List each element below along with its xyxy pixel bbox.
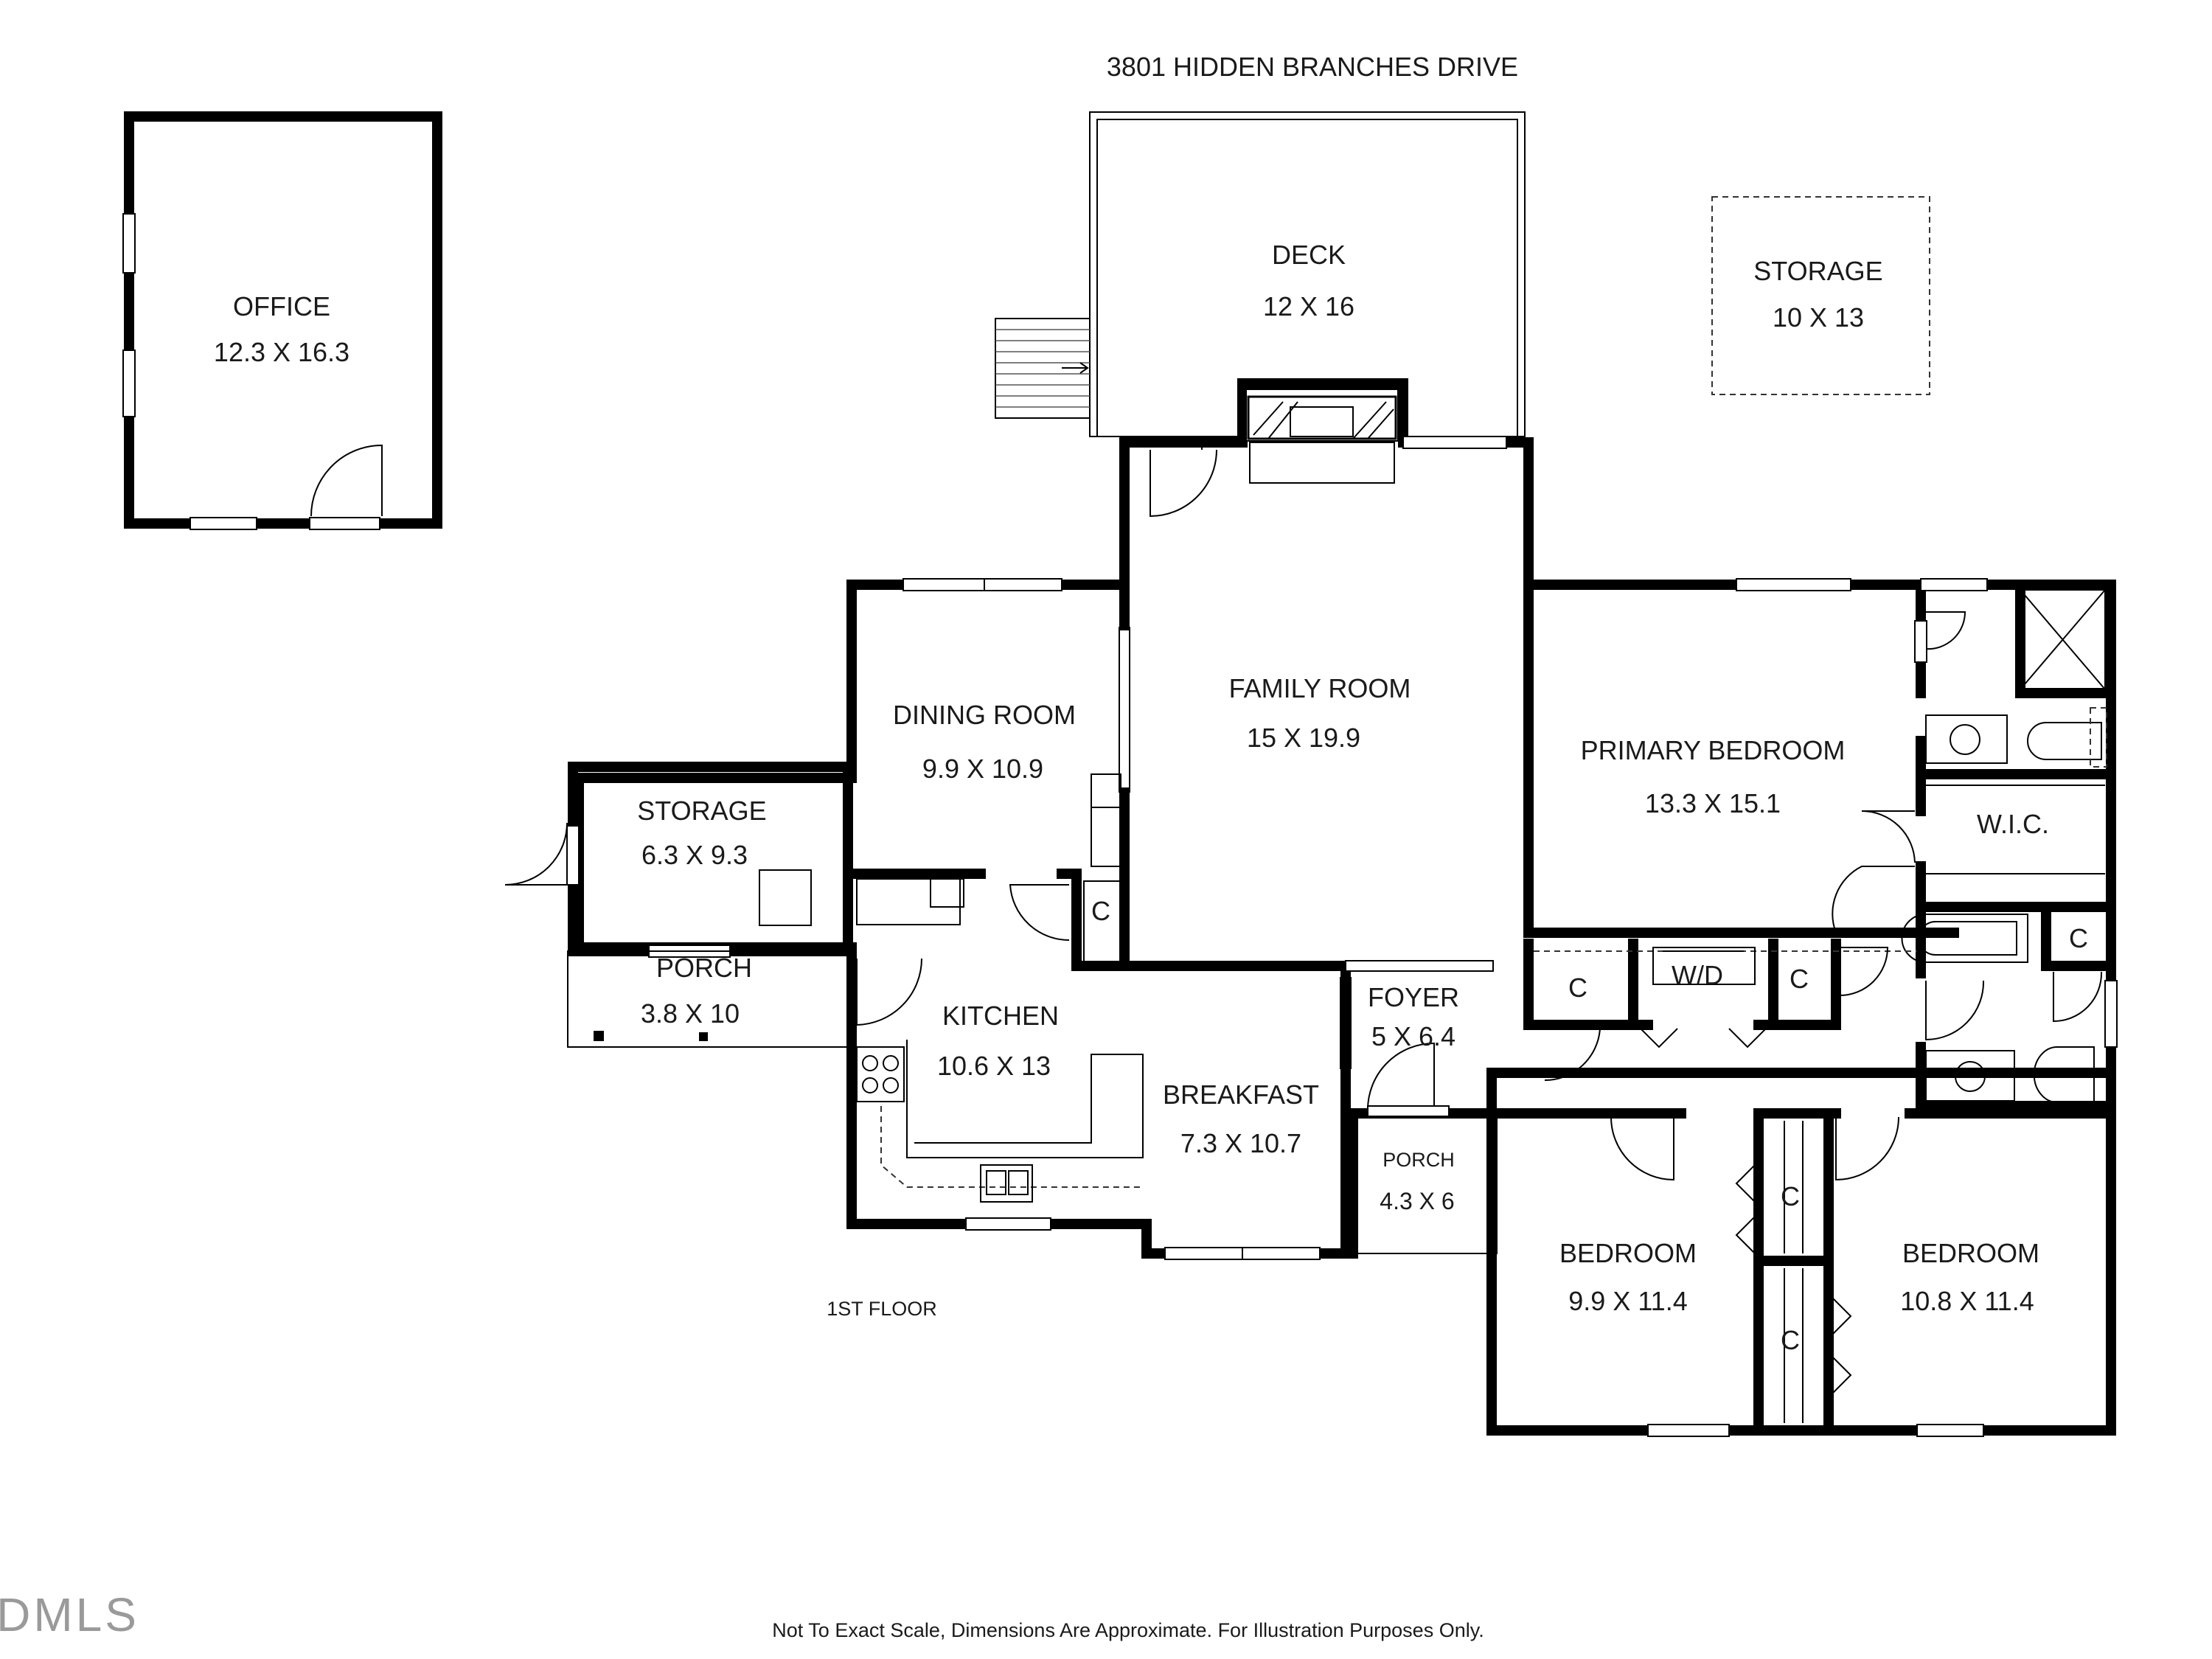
floor-label: 1ST FLOOR [827, 1298, 937, 1320]
wic [1832, 785, 2105, 933]
hall-closets [1534, 947, 1917, 1082]
hall-closet-1-label: C [1568, 973, 1587, 1003]
primary-dims: 13.3 X 15.1 [1645, 788, 1781, 818]
deck-dims: 12 X 16 [1263, 291, 1354, 321]
bedroom-closet-2-label: C [1781, 1325, 1800, 1355]
office-building [122, 111, 442, 530]
side-storage [504, 762, 853, 1048]
front-porch-name: PORCH [1382, 1149, 1455, 1171]
kitchen-dims: 10.6 X 13 [937, 1051, 1051, 1081]
bedroom-right-dims: 10.8 X 11.4 [1900, 1286, 2034, 1316]
deck-name: DECK [1272, 240, 1346, 270]
bedroom-left-name: BEDROOM [1559, 1238, 1697, 1268]
foyer-dims: 5 X 6.4 [1371, 1021, 1455, 1051]
bedroom-closet-1-label: C [1781, 1181, 1800, 1211]
foyer [1340, 960, 1494, 1117]
outdoor-storage-dims: 10 X 13 [1773, 302, 1864, 333]
bedroom-right-name: BEDROOM [1902, 1238, 2039, 1268]
office-dims: 12.3 X 16.3 [214, 337, 349, 367]
deck-door [1150, 445, 1217, 518]
dining-dims: 9.9 X 10.9 [922, 754, 1043, 784]
side-porch-name: PORCH [656, 953, 752, 983]
house-walls [574, 378, 2116, 1436]
kitchen-closet-label: C [1091, 896, 1110, 926]
wic-name: W.I.C. [1977, 809, 2049, 839]
fireplace [1245, 389, 1399, 484]
bedroom-fixtures [1610, 1116, 1984, 1437]
bedroom-left-dims: 9.9 X 11.4 [1568, 1286, 1687, 1316]
primary-name: PRIMARY BEDROOM [1581, 735, 1846, 765]
front-porch [1349, 1116, 1498, 1254]
side-porch-dims: 3.8 X 10 [641, 998, 740, 1029]
hall-closet-2-label: C [1790, 964, 1809, 994]
foyer-name: FOYER [1368, 982, 1459, 1012]
kitchen-fixtures [856, 773, 1321, 1260]
dining-name: DINING ROOM [893, 700, 1076, 730]
bath-closet-label: C [2069, 923, 2088, 953]
laundry-label: W/D [1672, 960, 1723, 990]
office-name: OFFICE [233, 291, 330, 321]
family-name: FAMILY ROOM [1229, 673, 1411, 703]
primary-bath [1914, 589, 2107, 768]
dining-window [902, 578, 1062, 591]
outdoor-storage-name: STORAGE [1753, 256, 1882, 286]
side-storage-dims: 6.3 X 9.3 [641, 840, 748, 870]
kitchen-name: KITCHEN [942, 1001, 1059, 1031]
family-dims: 15 X 19.9 [1247, 723, 1360, 753]
plan-title: 3801 HIDDEN BRANCHES DRIVE [1107, 52, 1518, 82]
breakfast-name: BREAKFAST [1163, 1079, 1319, 1110]
hall-bath [1901, 914, 2118, 1103]
watermark-logo: DMLS [0, 1588, 139, 1641]
side-storage-name: STORAGE [637, 796, 766, 826]
front-porch-dims: 4.3 X 6 [1380, 1188, 1454, 1214]
outdoor-storage-outline [1711, 196, 1930, 395]
breakfast-dims: 7.3 X 10.7 [1180, 1128, 1301, 1158]
disclaimer: Not To Exact Scale, Dimensions Are Appro… [772, 1619, 1484, 1641]
